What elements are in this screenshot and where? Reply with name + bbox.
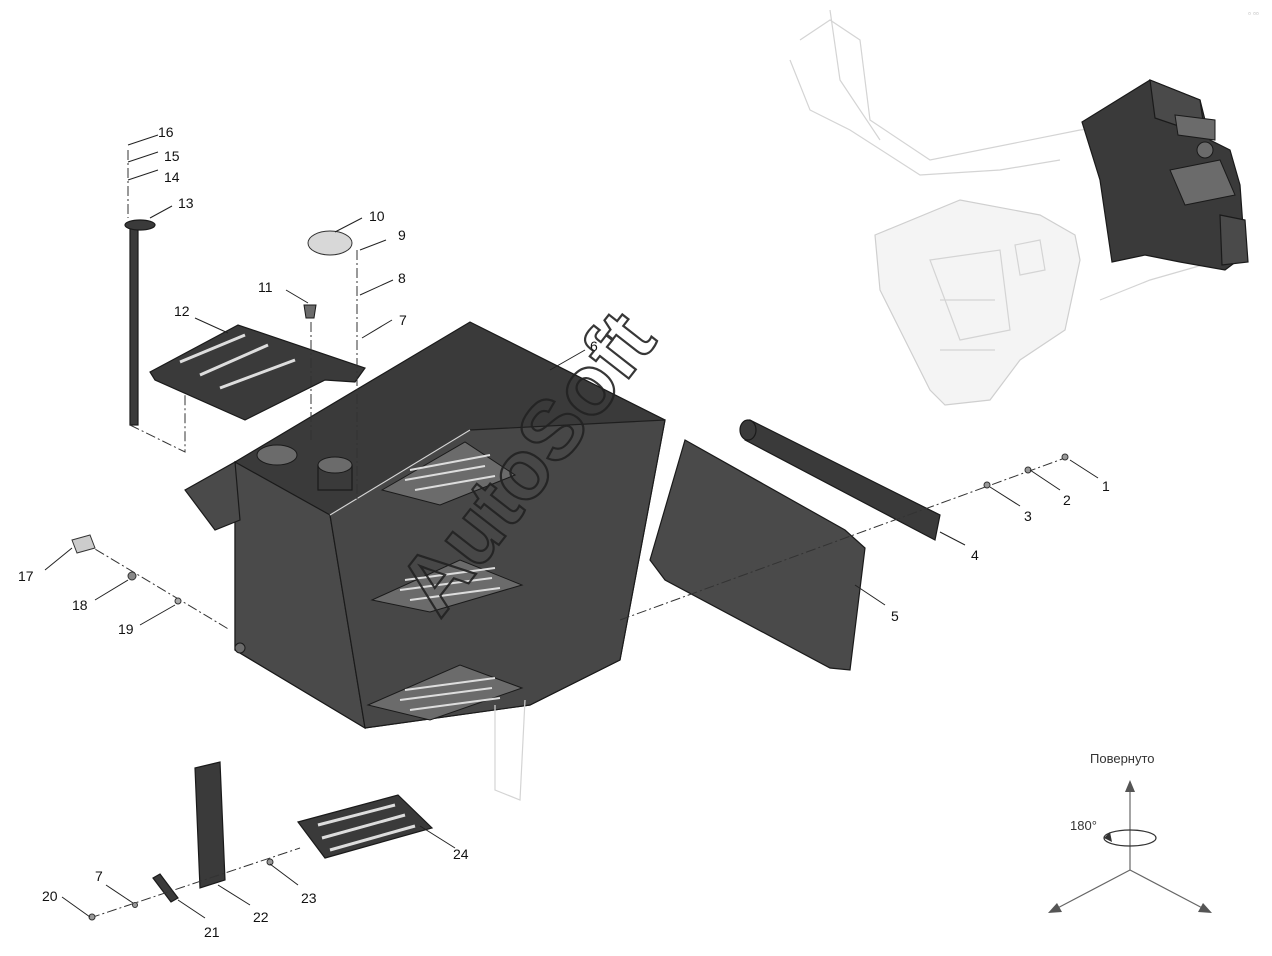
callout-3: 3 [1024,508,1032,524]
part-3-nut [983,481,991,489]
part-17-bushing [71,534,96,554]
callout-2: 2 [1063,492,1071,508]
rotation-label: Повернуто [1090,751,1155,766]
part-23-nut [266,858,274,866]
callout-17: 17 [18,568,34,584]
part-13-sender-rod [124,150,186,453]
callout-7-bottom: 7 [95,868,103,884]
rotation-indicator: Повернуто 180° [1048,751,1212,913]
part-10-cap [307,230,353,256]
part-11-breather [303,304,317,440]
part-4-rail [739,419,941,541]
callout-15: 15 [164,148,180,164]
callout-12: 12 [174,303,190,319]
fuel-tank [184,321,666,801]
part-20-bolt [88,913,96,921]
part-18-nut [127,571,137,581]
callout-8: 8 [398,270,406,286]
callout-1: 1 [1102,478,1110,494]
part-5-panel [649,439,866,671]
rotation-angle: 180° [1070,818,1097,833]
part-24-step [296,794,434,859]
callout-21: 21 [204,924,220,940]
callout-9: 9 [398,227,406,243]
callout-20: 20 [42,888,58,904]
rotated-tank-thumbnail [1081,79,1249,271]
callout-labels: 1 2 3 4 5 6 7 8 9 10 11 12 13 14 15 16 1… [18,124,1110,940]
callout-4: 4 [971,547,979,563]
leader-lines [44,134,1099,919]
part-19-washer [174,597,182,605]
callout-23: 23 [301,890,317,906]
part-22-plate [194,761,226,889]
axis-line-right [619,457,1066,621]
callout-24: 24 [453,846,469,862]
callout-22: 22 [253,909,269,925]
callout-18: 18 [72,597,88,613]
part-12-bracket [149,324,366,421]
part-1-bolt [1061,453,1069,461]
callout-14: 14 [164,169,180,185]
part-7-washer-bottom [132,902,138,908]
callout-10: 10 [369,208,385,224]
callout-7: 7 [399,312,407,328]
axis-line-bottom [89,847,301,919]
ghost-context-assembly [789,9,1231,406]
part-2-washer [1024,466,1032,474]
part-21-pin [152,873,179,903]
callout-13: 13 [178,195,194,211]
callout-16: 16 [158,124,174,140]
corner-mark: ▫ ▫▫ [1248,9,1259,18]
callout-5: 5 [891,608,899,624]
callout-11: 11 [258,279,273,295]
callout-6: 6 [590,338,598,354]
callout-19: 19 [118,621,134,637]
axis-line-left [79,539,231,631]
